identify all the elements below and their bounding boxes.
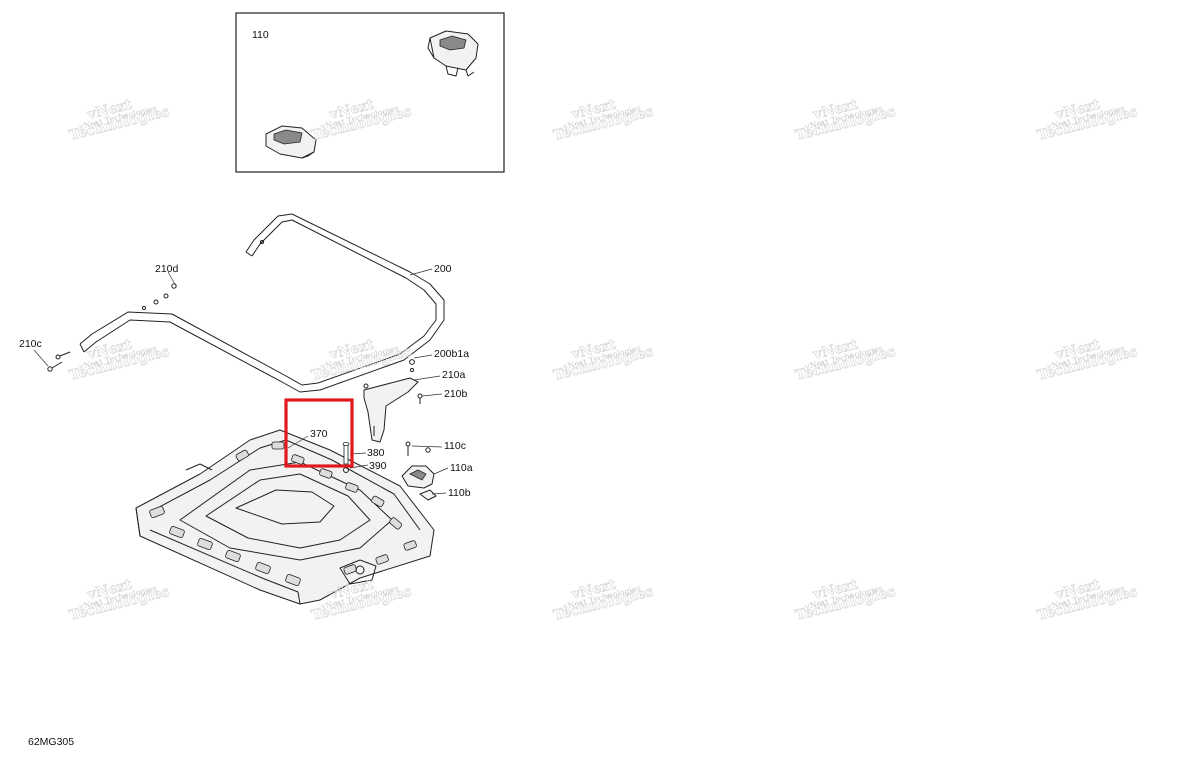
inset-bracket-upper	[427, 30, 479, 77]
callout-labels: 200 210d 210c 200b1a 210a 210b 110c 110a…	[19, 263, 473, 499]
callout-380[interactable]: 380	[367, 447, 385, 459]
bolt-380-390	[342, 441, 350, 473]
skid-plate	[135, 429, 435, 605]
inset-box: 110	[235, 12, 505, 173]
callout-210c[interactable]: 210c	[19, 338, 42, 350]
callout-200[interactable]: 200	[434, 263, 452, 275]
bracket-110a	[401, 441, 437, 501]
side-bracket-210a	[363, 359, 423, 443]
callout-210d[interactable]: 210d	[155, 263, 179, 275]
fasteners-left	[47, 283, 177, 372]
callout-110a[interactable]: 110a	[450, 462, 473, 474]
callout-200b1a[interactable]: 200b1a	[434, 348, 469, 360]
leader-lines	[33, 268, 449, 495]
inset-bracket-lower	[265, 125, 317, 159]
callout-210b[interactable]: 210b	[444, 388, 468, 400]
callout-110c[interactable]: 110c	[444, 440, 466, 452]
callout-110b[interactable]: 110b	[448, 487, 471, 499]
callout-370[interactable]: 370	[310, 428, 328, 440]
drawing-code: 62MG305	[28, 736, 74, 748]
rail-frame	[79, 213, 445, 393]
highlight-box-370	[284, 398, 354, 468]
inset-label: 110	[252, 29, 269, 41]
callout-210a[interactable]: 210a	[442, 369, 466, 381]
callout-390[interactable]: 390	[369, 460, 387, 472]
